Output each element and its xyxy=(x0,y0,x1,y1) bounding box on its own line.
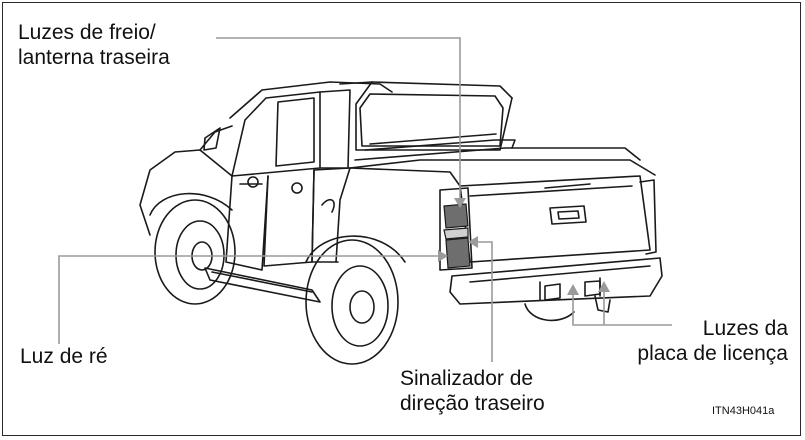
figure-frame xyxy=(2,2,801,436)
arrow-turn-signal xyxy=(468,236,478,248)
rear-lamps xyxy=(443,203,471,269)
arrow-license-right xyxy=(598,281,610,292)
turn-signal-lamp-lens xyxy=(445,237,471,269)
reverse-label-text: Luz de ré xyxy=(20,345,108,368)
license-label: Luzes da placa de licença xyxy=(588,316,788,366)
leader-reverse xyxy=(58,255,444,344)
leader-turn-signal xyxy=(474,241,493,362)
reverse-lamp-lens xyxy=(443,227,469,240)
reverse-label: Luz de ré xyxy=(20,344,108,369)
brake-tail-label: Luzes de freio/ lanterna traseira xyxy=(18,20,170,70)
leader-arrowheads xyxy=(438,198,610,295)
brake-tail-label-line2: lanterna traseira xyxy=(18,46,170,69)
arrow-reverse xyxy=(438,250,448,262)
license-label-line1: Luzes da xyxy=(702,317,788,340)
brake-tail-label-line1: Luzes de freio/ xyxy=(18,21,156,44)
leader-license xyxy=(572,292,672,326)
arrow-license-left xyxy=(567,284,579,295)
truck-body xyxy=(139,81,663,365)
turn-signal-label-line1: Sinalizador de xyxy=(400,367,534,390)
turn-signal-label: Sinalizador de direção traseiro xyxy=(400,366,545,416)
arrow-brake-tail xyxy=(454,198,466,208)
leader-brake-tail xyxy=(216,37,461,200)
figure-code: ITN43H041a xyxy=(712,405,775,417)
license-label-line2: placa de licença xyxy=(637,342,788,365)
brake-tail-lamp-lens xyxy=(443,203,469,229)
leader-lines xyxy=(58,37,672,362)
turn-signal-label-line2: direção traseiro xyxy=(400,392,545,415)
